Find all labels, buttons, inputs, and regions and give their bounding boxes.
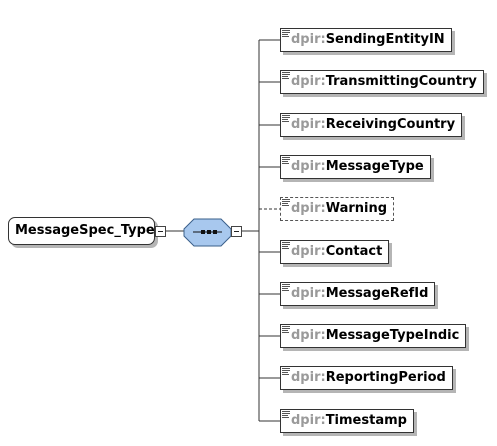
- element-node[interactable]: dpir:MessageRefId: [280, 282, 436, 306]
- element-name: Contact: [325, 244, 383, 259]
- complex-type-label: MessageSpec_Type: [15, 223, 155, 238]
- element-node[interactable]: dpir:MessageType: [280, 155, 431, 179]
- element-name: ReceivingCountry: [325, 117, 456, 132]
- documentation-icon: [282, 242, 290, 249]
- element-node[interactable]: dpir:Warning: [280, 197, 395, 221]
- documentation-icon: [282, 326, 290, 333]
- element-name: SendingEntityIN: [325, 32, 445, 47]
- documentation-icon: [282, 199, 290, 206]
- element-name: Warning: [325, 201, 388, 216]
- documentation-icon: [282, 72, 290, 79]
- documentation-icon: [282, 30, 290, 37]
- sequence-dot: [213, 230, 217, 234]
- element-node[interactable]: dpir:ReceivingCountry: [280, 113, 463, 137]
- namespace-prefix: dpir:: [291, 74, 326, 89]
- namespace-prefix: dpir:: [291, 244, 326, 259]
- element-name: MessageTypeIndic: [325, 328, 460, 343]
- documentation-icon: [282, 157, 290, 164]
- namespace-prefix: dpir:: [291, 159, 326, 174]
- collapse-toggle-icon[interactable]: [231, 226, 242, 237]
- element-name: ReportingPeriod: [325, 370, 446, 385]
- element-node[interactable]: dpir:Timestamp: [280, 409, 414, 433]
- sequence-dot: [207, 230, 211, 234]
- namespace-prefix: dpir:: [291, 413, 326, 428]
- element-node[interactable]: dpir:ReportingPeriod: [280, 366, 453, 390]
- element-name: MessageRefId: [325, 286, 429, 301]
- element-name: Timestamp: [325, 413, 407, 428]
- documentation-icon: [282, 368, 290, 375]
- sequence-dot: [201, 230, 205, 234]
- element-name: TransmittingCountry: [325, 74, 477, 89]
- namespace-prefix: dpir:: [291, 328, 326, 343]
- complex-type-node[interactable]: MessageSpec_Type: [8, 217, 155, 245]
- namespace-prefix: dpir:: [291, 117, 326, 132]
- documentation-icon: [282, 411, 290, 418]
- element-name: MessageType: [325, 159, 424, 174]
- namespace-prefix: dpir:: [291, 201, 326, 216]
- documentation-icon: [282, 115, 290, 122]
- element-node[interactable]: dpir:SendingEntityIN: [280, 28, 452, 52]
- element-node[interactable]: dpir:TransmittingCountry: [280, 70, 484, 94]
- documentation-icon: [282, 284, 290, 291]
- element-node[interactable]: dpir:MessageTypeIndic: [280, 324, 467, 348]
- namespace-prefix: dpir:: [291, 286, 326, 301]
- namespace-prefix: dpir:: [291, 32, 326, 47]
- collapse-toggle-icon[interactable]: [155, 226, 166, 237]
- element-node[interactable]: dpir:Contact: [280, 240, 390, 264]
- namespace-prefix: dpir:: [291, 370, 326, 385]
